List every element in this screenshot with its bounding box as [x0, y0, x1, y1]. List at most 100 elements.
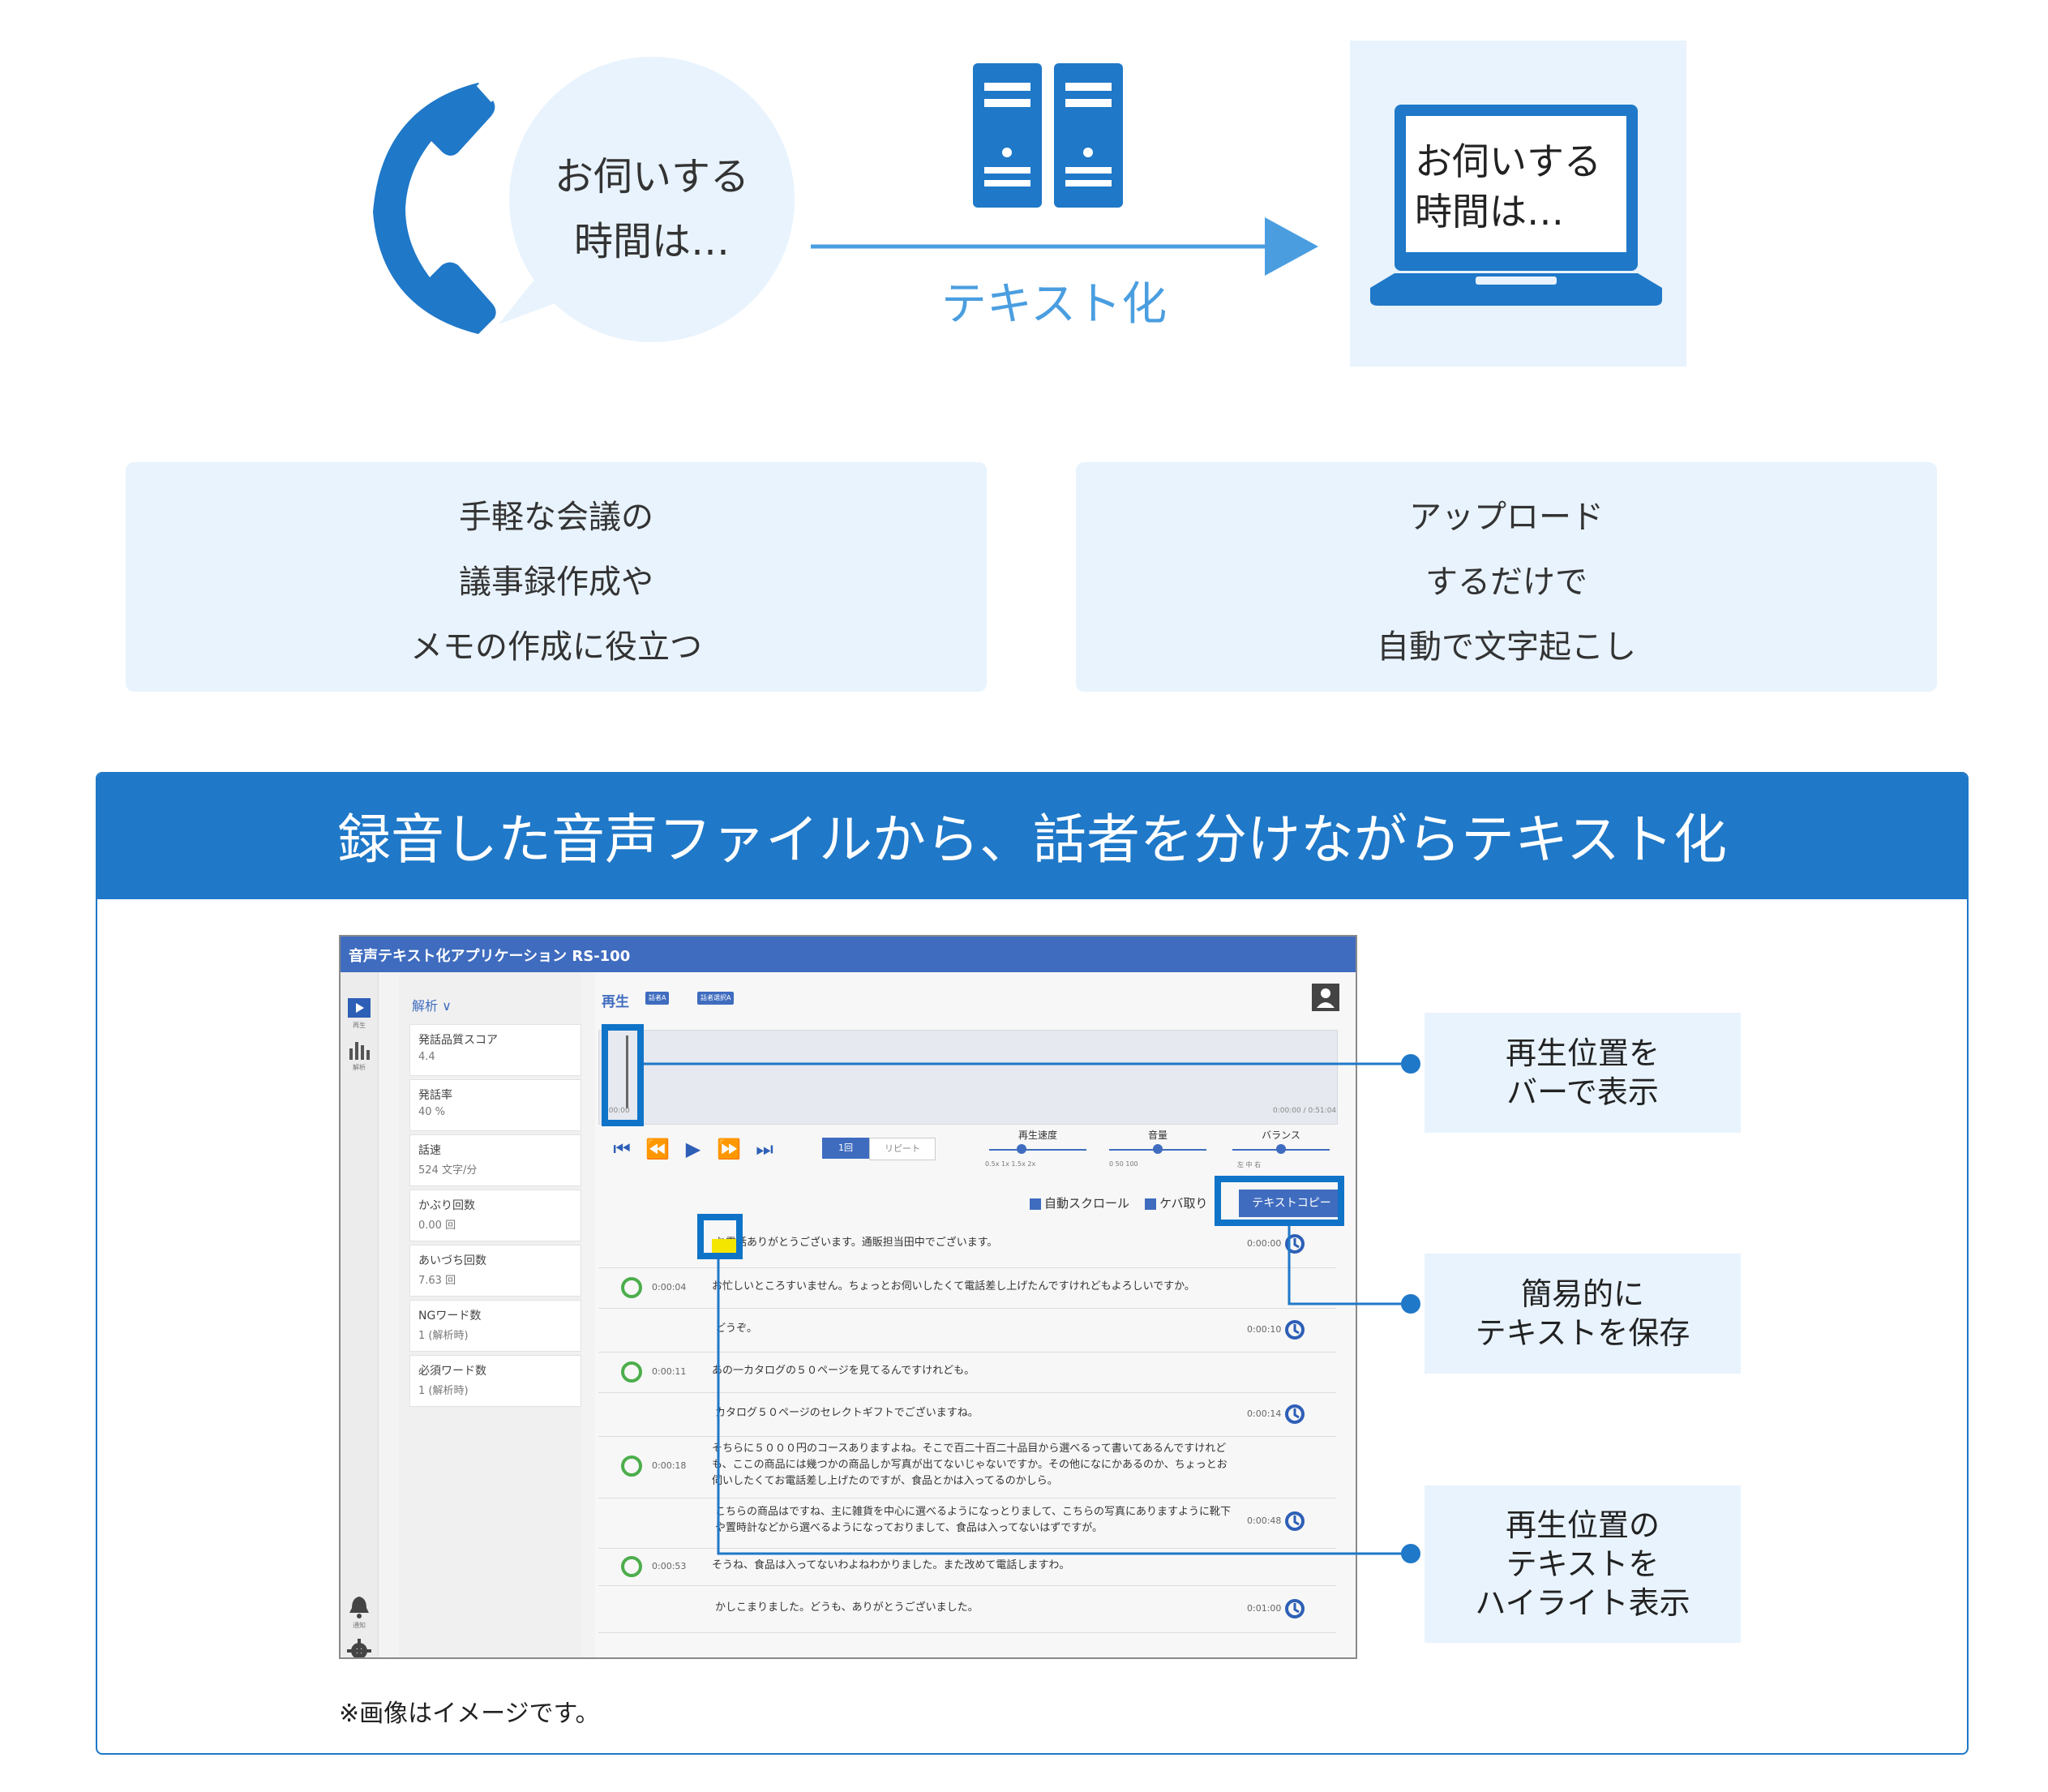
position-bar-focus-box	[602, 1024, 644, 1126]
chart-icon[interactable]	[346, 1037, 372, 1061]
balance-slider-knob[interactable]	[1276, 1144, 1286, 1154]
transcript-row: 0:00:18 そちらに５０００円のコースありますよね。そこで百二十百二十品目か…	[598, 1438, 1336, 1498]
transcript-row: どうぞ。 0:00:10	[598, 1310, 1336, 1353]
icon-label: 解析	[353, 1064, 366, 1071]
laptop-icon	[1370, 105, 1662, 306]
balance-slider-title: バランス	[1262, 1130, 1300, 1141]
laptop-line: 時間は…	[1415, 190, 1564, 234]
option-row: 自動スクロール ケバ取り	[1030, 1194, 1208, 1211]
forward-button[interactable]: ⏩	[717, 1138, 741, 1160]
transcript-row: 0:00:53 そうね、食品は入ってないわよねわかりました。また改めて電話します…	[598, 1550, 1336, 1586]
play-heading: 再生	[602, 994, 629, 1010]
speaker-icon	[621, 1361, 642, 1383]
app-title: 音声テキスト化アプリケーション RS-100	[349, 948, 631, 965]
feature-box-upload: アップロード するだけで 自動で文字起こし	[1076, 462, 1937, 692]
speaker-tag[interactable]: 話者選択A	[697, 992, 735, 1005]
arrow-label: テキスト化	[940, 278, 1168, 331]
speaker-tag[interactable]: 話者A	[645, 992, 670, 1005]
skip-start-button[interactable]: ⏮	[613, 1138, 631, 1160]
seek-icon[interactable]	[1284, 1233, 1305, 1254]
metric-value: 4.4	[418, 1051, 435, 1063]
checkbox-icon[interactable]	[1030, 1198, 1041, 1210]
section-header	[97, 774, 1967, 899]
row-timestamp: 0:00:14	[1247, 1408, 1282, 1419]
play-icon[interactable]	[346, 997, 372, 1021]
row-text: こちらの商品はですね、主に雑貨を中心に選べるようになっとりまして、こちらの写真に…	[715, 1506, 1231, 1534]
app-screenshot: 音声テキスト化アプリケーション RS-100 再生 解析 通知 設定 解析 ∨ …	[339, 935, 1357, 1659]
row-time: 0:00:18	[652, 1460, 687, 1471]
volume-slider-knob[interactable]	[1153, 1144, 1163, 1154]
server-icon	[973, 63, 1123, 208]
repeat-button[interactable]: リピート	[869, 1138, 936, 1160]
gear-icon[interactable]	[345, 1637, 373, 1659]
metric-label: かぶり回数	[418, 1199, 475, 1212]
filler-removal-label[interactable]: ケバ取り	[1159, 1196, 1208, 1211]
feature-line: 手軽な会議の	[459, 499, 653, 536]
callout-playback-bar: 再生位置を バーで表示	[1425, 1013, 1741, 1133]
metric-label: 話速	[418, 1144, 441, 1157]
speed-slider-knob[interactable]	[1017, 1144, 1026, 1154]
laptop-line: お伺いする	[1415, 139, 1601, 183]
user-icon[interactable]	[1312, 984, 1339, 1011]
metric-value: 40 %	[418, 1106, 446, 1118]
row-time: 0:00:04	[652, 1282, 687, 1293]
metric-value: 524 文字/分	[418, 1164, 478, 1177]
speaker-icon	[621, 1277, 642, 1298]
speed-slider[interactable]	[989, 1149, 1086, 1151]
row-time: 0:00:53	[652, 1561, 687, 1571]
analysis-dropdown[interactable]: 解析 ∨	[412, 998, 452, 1014]
seek-icon[interactable]	[1284, 1511, 1305, 1532]
row-text: どうぞ。	[715, 1323, 758, 1335]
speaker-icon	[621, 1455, 642, 1477]
wave-time-total: 0:00:00 / 0:51:04	[1273, 1107, 1337, 1115]
play-button[interactable]: ▶	[685, 1138, 701, 1160]
feature-line: メモの作成に役立つ	[410, 628, 702, 666]
seek-icon[interactable]	[1284, 1598, 1305, 1619]
waveform-area[interactable]	[598, 1030, 1338, 1125]
image-note: ※画像はイメージです。	[339, 1700, 600, 1728]
speed-slider-title: 再生速度	[1018, 1130, 1057, 1141]
row-text: あの一カタログの５０ページを見てるんですけれども。	[712, 1365, 975, 1377]
row-text: お忙しいところすいません。ちょっとお伺いしたくて電話差し上げたんですけれどもよろ…	[712, 1280, 1195, 1293]
metric-value: 1 (解析時)	[418, 1330, 469, 1342]
rewind-button[interactable]: ⏪	[645, 1138, 670, 1160]
row-timestamp: 0:01:00	[1247, 1603, 1282, 1614]
callout-line: 簡易的に	[1520, 1276, 1644, 1312]
playback-position-bar[interactable]	[626, 1035, 628, 1108]
callout-line: バーで表示	[1506, 1074, 1659, 1110]
row-text: かしこまりました。どうも、ありがとうございました。	[715, 1601, 979, 1614]
auto-scroll-label[interactable]: 自動スクロール	[1044, 1196, 1130, 1211]
app-titlebar	[341, 937, 1356, 972]
metric-value: 0.00 回	[418, 1220, 456, 1232]
seek-icon[interactable]	[1284, 1404, 1305, 1425]
metric-label: NGワード数	[418, 1310, 482, 1323]
flow-arrow	[811, 217, 1318, 276]
feature-line: アップロード	[1409, 499, 1604, 536]
skip-end-button[interactable]: ⏭	[756, 1138, 773, 1160]
metric-label: あいづち回数	[418, 1254, 486, 1267]
loop-once-button[interactable]: 1回	[822, 1138, 869, 1159]
transcript-row: 0:00:11 あの一カタログの５０ページを見てるんですけれども。	[598, 1353, 1336, 1393]
seek-icon[interactable]	[1284, 1319, 1305, 1340]
bell-icon[interactable]	[345, 1595, 373, 1619]
metric-label: 必須ワード数	[418, 1365, 486, 1378]
metric-item: NGワード数 1 (解析時)	[409, 1300, 581, 1352]
checkbox-icon[interactable]	[1145, 1198, 1157, 1210]
callout-line: テキストを	[1506, 1546, 1660, 1582]
callout-save-text: 簡易的に テキストを保存	[1425, 1254, 1741, 1374]
metric-label: 発話率	[418, 1089, 452, 1102]
laptop-screen-text: お伺いする 時間は…	[1415, 136, 1626, 237]
app-icon-bar: 再生 解析 通知 設定	[341, 972, 379, 1657]
bubble-line: お伺いする	[554, 154, 749, 199]
feature-line: 自動で文字起こし	[1377, 628, 1636, 666]
text-copy-button[interactable]: テキストコピー	[1239, 1190, 1344, 1217]
speed-slider-ticks: 0.5x 1x 1.5x 2x	[985, 1160, 1036, 1168]
callout-line: 再生位置の	[1505, 1507, 1660, 1543]
row-text: そちらに５０００円のコースありますよね。そこで百二十百二十品目から選べるって書い…	[712, 1443, 1228, 1487]
transcript-row: かしこまりました。どうも、ありがとうございました。 0:01:00	[598, 1587, 1336, 1633]
feature-line: するだけで	[1425, 564, 1587, 601]
row-timestamp: 0:00:00	[1247, 1238, 1282, 1249]
